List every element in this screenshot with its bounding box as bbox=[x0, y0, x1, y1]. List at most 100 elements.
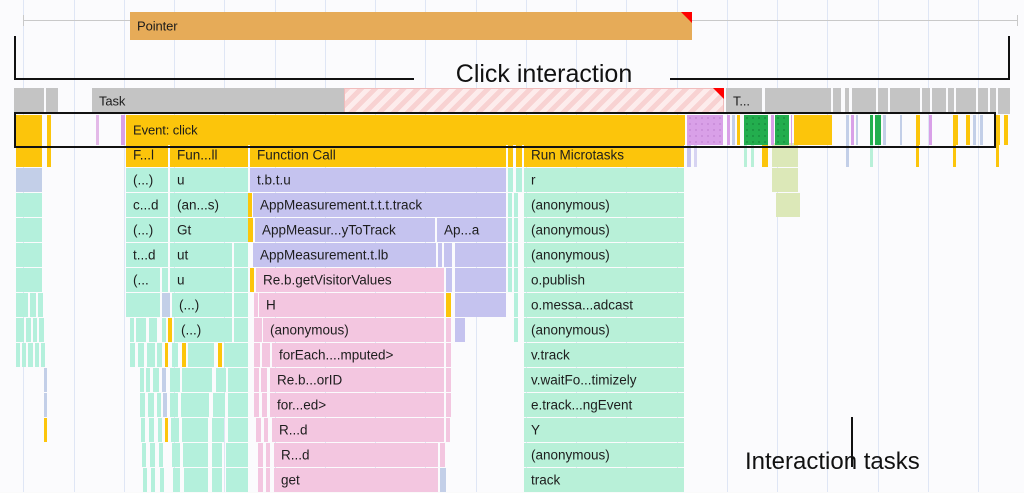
flame-bar-labeled[interactable]: (anonymous) bbox=[263, 318, 444, 342]
flame-bar[interactable] bbox=[514, 193, 518, 217]
flame-bar[interactable] bbox=[440, 468, 446, 492]
event-track-block[interactable] bbox=[996, 115, 1000, 145]
flame-bar-labeled[interactable]: (...) bbox=[126, 218, 168, 242]
task-block[interactable] bbox=[978, 88, 988, 114]
flame-bar-labeled[interactable]: Fun...ll bbox=[170, 143, 248, 167]
event-track-block[interactable] bbox=[883, 115, 886, 145]
flame-bar-labeled[interactable]: AppMeasurement.t.lb bbox=[253, 243, 436, 267]
flame-bar[interactable] bbox=[444, 243, 452, 267]
flame-bar[interactable] bbox=[446, 368, 451, 392]
flame-bar[interactable] bbox=[440, 443, 445, 467]
flame-bar[interactable] bbox=[256, 418, 261, 442]
flame-bar-labeled[interactable]: Run Microtasks bbox=[524, 143, 684, 167]
flame-bar[interactable] bbox=[172, 443, 180, 467]
flame-bar[interactable] bbox=[140, 393, 145, 417]
flame-bar-labeled[interactable]: o.messa...adcast bbox=[524, 293, 684, 317]
flame-bar[interactable] bbox=[16, 243, 42, 267]
flame-bar[interactable] bbox=[446, 393, 451, 417]
flame-bar[interactable] bbox=[234, 318, 248, 342]
flame-bar[interactable] bbox=[776, 193, 800, 217]
flame-bar[interactable] bbox=[184, 468, 208, 492]
event-track-block[interactable] bbox=[775, 115, 789, 145]
event-track-block[interactable] bbox=[732, 115, 735, 145]
event-track-block[interactable] bbox=[980, 115, 983, 145]
flame-bar[interactable] bbox=[254, 343, 260, 367]
flame-bar[interactable] bbox=[687, 143, 691, 167]
task-block[interactable] bbox=[948, 88, 954, 114]
flame-bar-labeled[interactable]: v.track bbox=[524, 343, 684, 367]
flame-bar[interactable] bbox=[188, 343, 214, 367]
flame-bar[interactable] bbox=[258, 443, 263, 467]
flame-bar[interactable] bbox=[182, 368, 212, 392]
flame-bar[interactable] bbox=[762, 143, 768, 167]
event-track-block[interactable] bbox=[875, 115, 881, 145]
flame-bar[interactable] bbox=[147, 343, 155, 367]
flame-bar-labeled[interactable]: Ap...a bbox=[437, 218, 506, 242]
flame-bar[interactable] bbox=[150, 443, 155, 467]
flame-bar[interactable] bbox=[28, 343, 33, 367]
flame-bar-labeled[interactable]: t.b.t.u bbox=[250, 168, 506, 192]
flame-bar[interactable] bbox=[446, 268, 452, 292]
event-track-block[interactable] bbox=[953, 115, 958, 145]
flame-bar[interactable] bbox=[163, 393, 167, 417]
flame-bar[interactable] bbox=[514, 218, 518, 242]
flame-bar[interactable] bbox=[33, 318, 37, 342]
flame-bar[interactable] bbox=[250, 268, 254, 292]
flame-bar-labeled[interactable]: e.track...ngEvent bbox=[524, 393, 684, 417]
flame-bar[interactable] bbox=[130, 343, 135, 367]
flame-bar[interactable] bbox=[165, 418, 168, 442]
task-block[interactable] bbox=[990, 88, 996, 114]
flame-bar[interactable] bbox=[140, 368, 144, 392]
task-block[interactable] bbox=[14, 88, 44, 114]
event-track-block[interactable] bbox=[846, 115, 849, 145]
task-block[interactable] bbox=[852, 88, 876, 114]
flame-bar[interactable] bbox=[266, 443, 270, 467]
task-block[interactable] bbox=[46, 88, 58, 114]
flame-bar-labeled[interactable]: Y bbox=[524, 418, 684, 442]
event-track-block[interactable] bbox=[771, 115, 774, 145]
flame-bar[interactable] bbox=[157, 393, 161, 417]
flame-bar[interactable] bbox=[47, 143, 51, 167]
flame-bar[interactable] bbox=[846, 143, 849, 167]
flame-bar[interactable] bbox=[212, 468, 222, 492]
flame-bar[interactable] bbox=[168, 318, 172, 342]
flame-bar[interactable] bbox=[148, 393, 154, 417]
flame-bar[interactable] bbox=[508, 143, 513, 167]
task-block[interactable] bbox=[344, 88, 724, 114]
flame-bar[interactable] bbox=[141, 418, 145, 442]
task-block[interactable] bbox=[956, 88, 976, 114]
flame-bar[interactable] bbox=[162, 293, 170, 317]
event-track-block[interactable] bbox=[973, 115, 976, 145]
flame-bar[interactable] bbox=[514, 243, 518, 267]
flame-bar[interactable] bbox=[508, 193, 512, 217]
flame-bar-labeled[interactable]: Re.b...orID bbox=[270, 368, 444, 392]
flame-bar[interactable] bbox=[264, 418, 268, 442]
event-click-block[interactable]: Event: click bbox=[126, 115, 685, 145]
flame-bar[interactable] bbox=[26, 318, 31, 342]
task-block[interactable] bbox=[932, 88, 946, 114]
flame-bar-labeled[interactable]: ut bbox=[170, 243, 232, 267]
flame-bar[interactable] bbox=[44, 368, 47, 392]
flame-bar[interactable] bbox=[694, 143, 697, 167]
flame-bar[interactable] bbox=[226, 468, 248, 492]
flame-bar[interactable] bbox=[130, 318, 134, 342]
flame-bar[interactable] bbox=[744, 143, 747, 167]
flame-bar[interactable] bbox=[446, 293, 451, 317]
flame-bar[interactable] bbox=[212, 443, 222, 467]
flame-bar[interactable] bbox=[151, 468, 155, 492]
event-track-block[interactable] bbox=[47, 115, 51, 145]
event-track-block[interactable] bbox=[870, 115, 873, 145]
flame-bar[interactable] bbox=[170, 368, 180, 392]
flame-bar-labeled[interactable]: R...d bbox=[272, 418, 444, 442]
flame-bar[interactable] bbox=[149, 318, 157, 342]
flame-bar[interactable] bbox=[170, 393, 178, 417]
flame-bar[interactable] bbox=[516, 143, 522, 167]
flame-bar[interactable] bbox=[126, 293, 160, 317]
flame-bar[interactable] bbox=[508, 218, 512, 242]
flame-bar[interactable] bbox=[146, 368, 150, 392]
event-track-block[interactable] bbox=[744, 115, 768, 145]
flame-bar[interactable] bbox=[870, 143, 873, 167]
flame-bar[interactable] bbox=[165, 343, 168, 367]
task-block[interactable] bbox=[890, 88, 920, 114]
flame-bar[interactable] bbox=[136, 318, 146, 342]
